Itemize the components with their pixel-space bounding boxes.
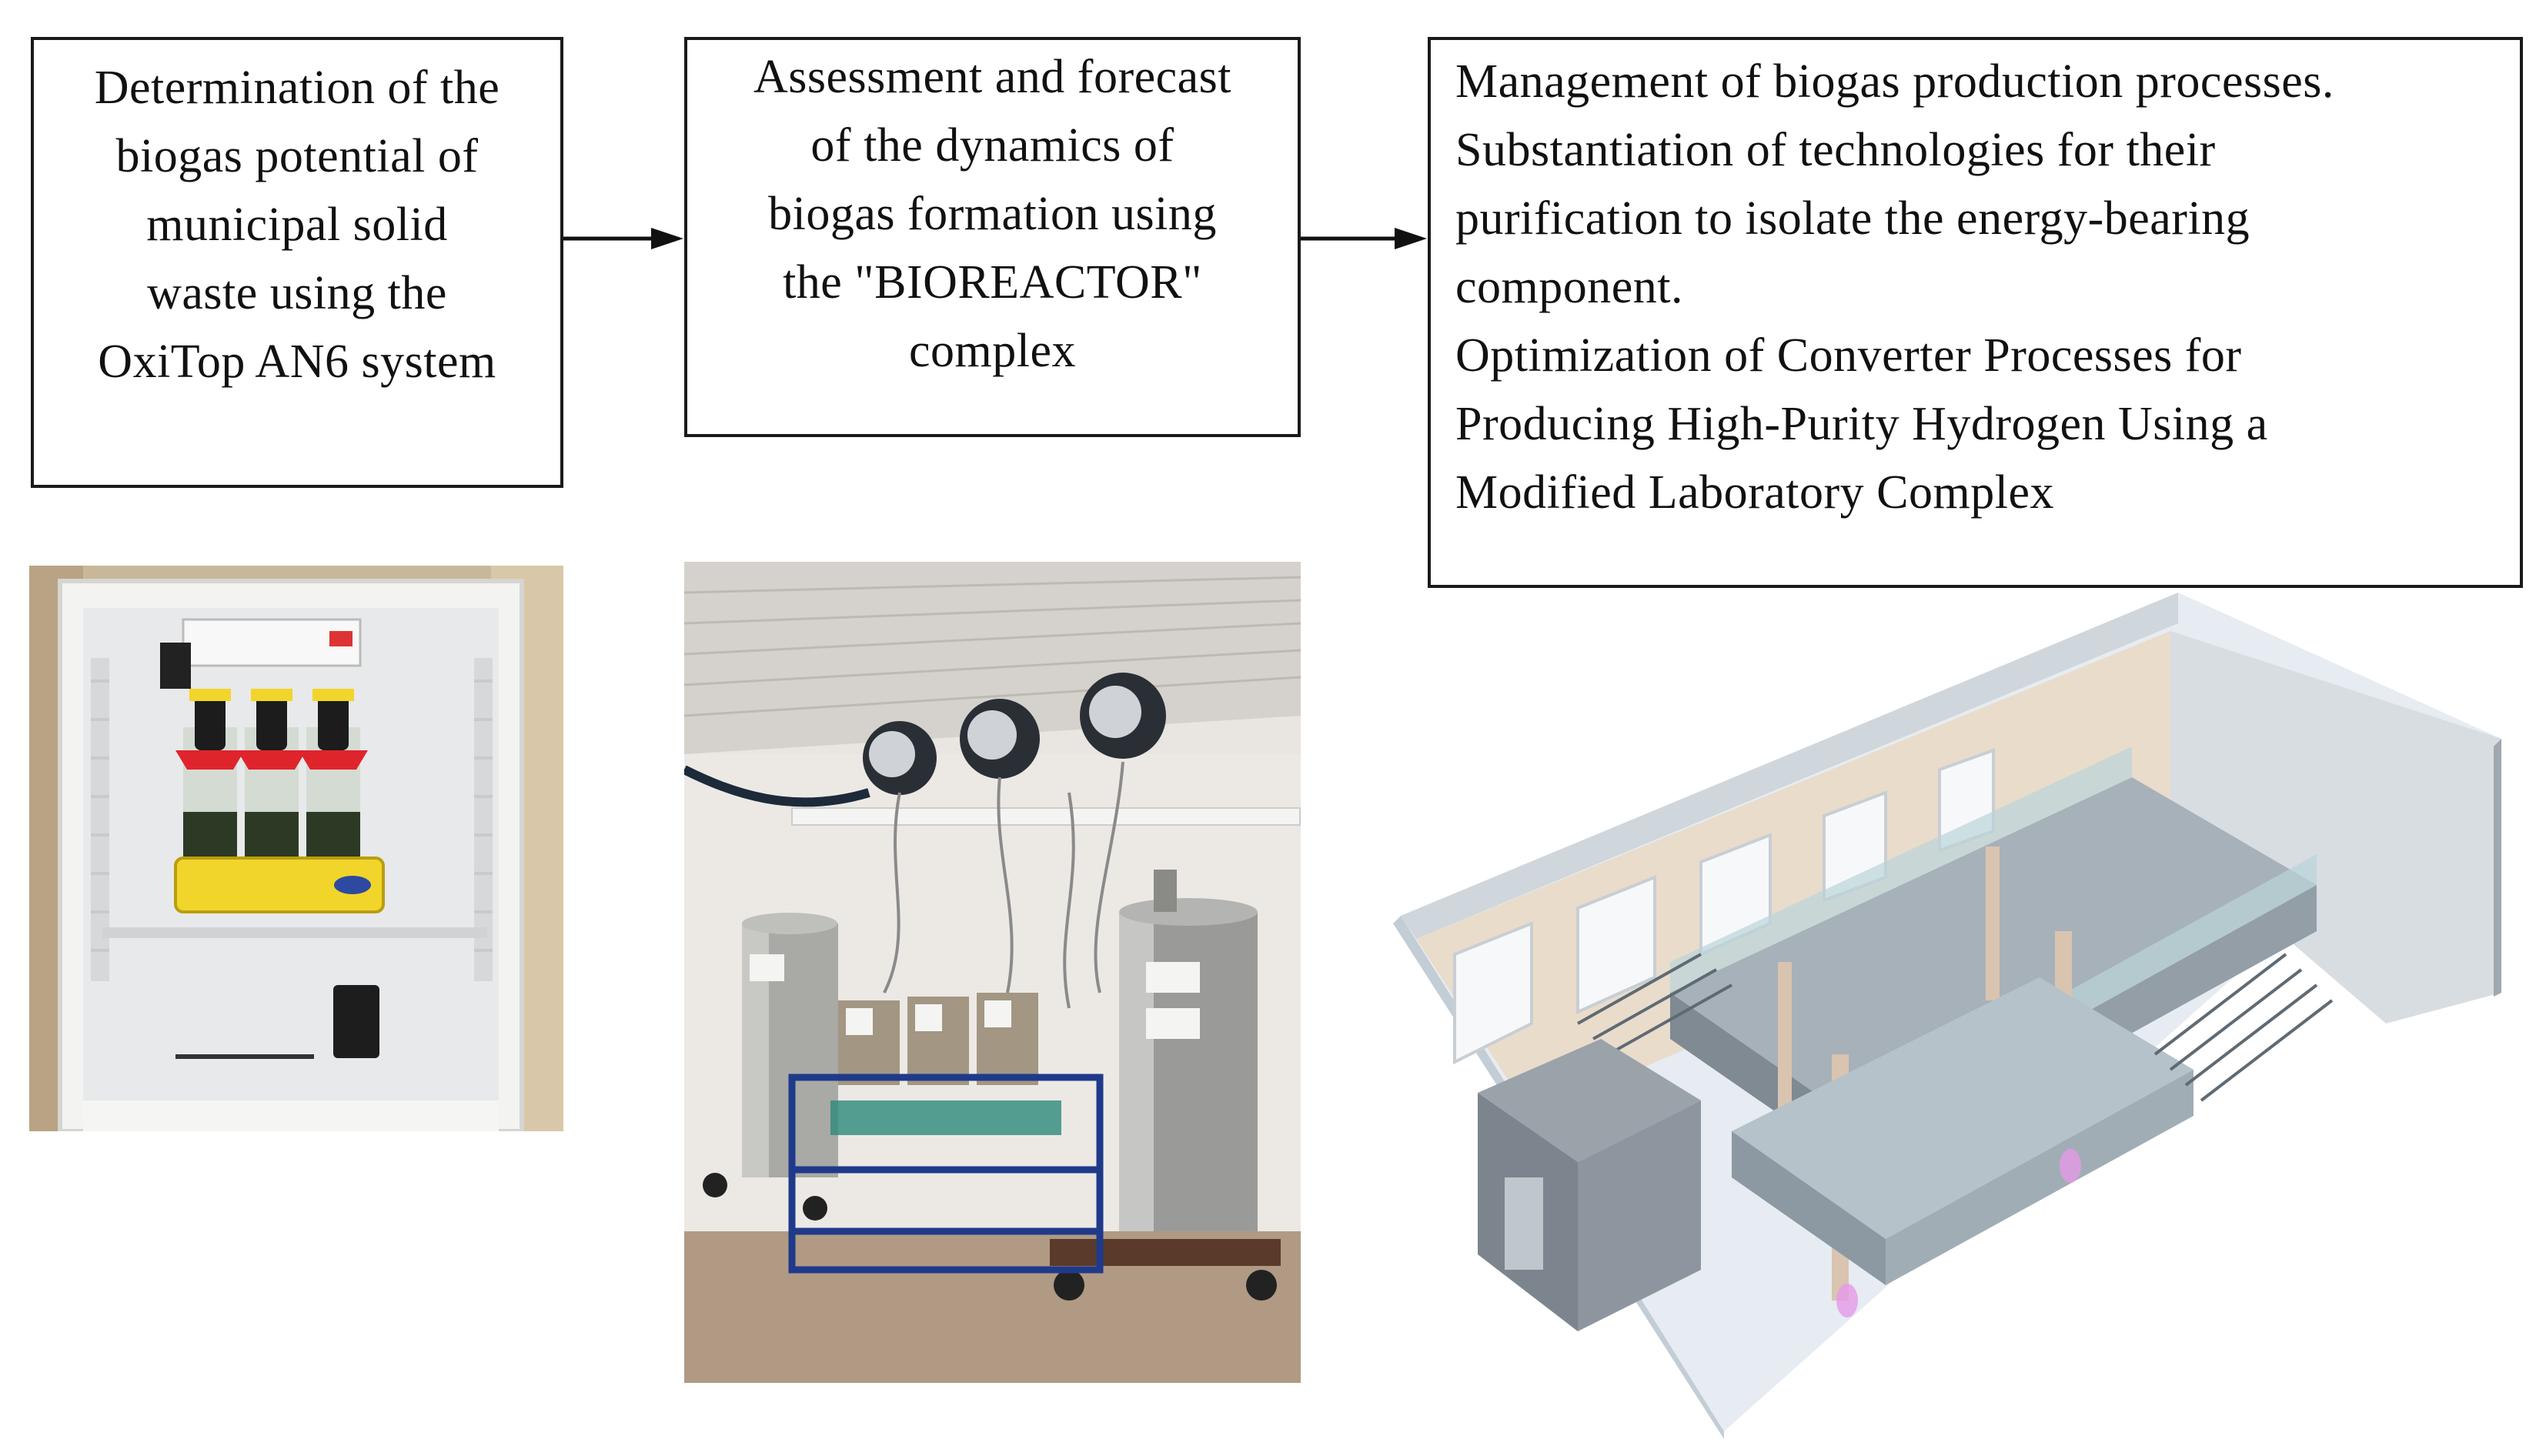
flow-step-2-line: biogas formation using <box>768 188 1217 240</box>
flow-step-2-text: Assessment and forecast of the dynamics … <box>687 40 1298 386</box>
flow-step-2-line: the "BIOREACTOR" <box>783 256 1202 309</box>
flow-step-3-line: Producing High-Purity Hydrogen Using a <box>1455 398 2268 450</box>
flow-step-2-box: Assessment and forecast of the dynamics … <box>684 37 1301 437</box>
flow-step-3-line: Optimization of Converter Processes for <box>1455 329 2242 382</box>
flow-step-1-line: waste using the <box>147 267 447 319</box>
flow-step-2-line: complex <box>909 325 1076 377</box>
flow-step-1-box: Determination of the biogas potential of… <box>31 37 563 488</box>
oxitop-incubator-photo <box>29 566 563 1131</box>
laboratory-complex-3d-render <box>1347 593 2501 1439</box>
flow-arrow-1 <box>563 228 683 249</box>
flow-step-1-line: biogas potential of <box>115 130 479 182</box>
flow-step-1-line: OxiTop AN6 system <box>98 336 496 388</box>
flow-step-3-line: component. <box>1455 261 1683 313</box>
flow-step-3-line: Management of biogas production processe… <box>1455 55 2334 108</box>
flow-step-1-line: municipal solid <box>146 199 448 251</box>
flow-step-1-line: Determination of the <box>94 62 500 114</box>
flow-step-3-line: Substantiation of technologies for their <box>1455 124 2216 176</box>
bioreactor-complex-photo <box>684 562 1301 1383</box>
flow-arrow-2 <box>1301 228 1427 249</box>
flow-step-2-line: Assessment and forecast <box>753 51 1231 103</box>
flow-step-3-line: purification to isolate the energy-beari… <box>1455 192 2250 245</box>
flow-step-3-line: Modified Laboratory Complex <box>1455 466 2054 519</box>
flow-step-3-text: Management of biogas production processe… <box>1431 40 2520 527</box>
flow-step-2-line: of the dynamics of <box>810 119 1174 172</box>
flow-step-1-text: Determination of the biogas potential of… <box>34 40 560 396</box>
flow-step-3-box: Management of biogas production processe… <box>1428 37 2523 588</box>
